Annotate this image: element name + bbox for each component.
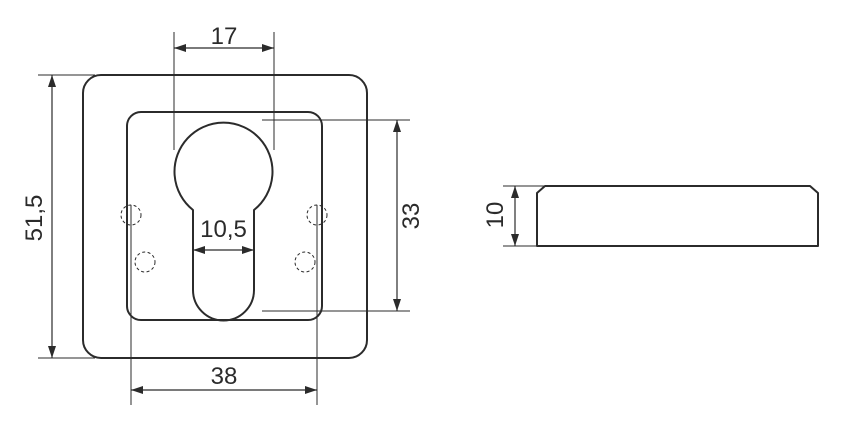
dimension-hole-spacing: 38 — [130, 205, 318, 405]
dimension-label-thickness: 10 — [482, 202, 509, 229]
side-profile-outline — [536, 185, 819, 247]
front-view: 17 10,5 33 51,5 38 — [21, 23, 425, 405]
dimension-inner-height: 33 — [262, 119, 425, 312]
dimension-thickness: 10 — [482, 185, 545, 247]
dimension-keyhole-width: 17 — [173, 23, 275, 150]
side-view: 10 — [482, 185, 819, 247]
keyhole-outline — [173, 121, 274, 322]
dimension-label-outer-height: 51,5 — [21, 195, 48, 242]
dimension-label-keyhole-width: 17 — [211, 23, 238, 50]
hidden-hole-left-lower — [134, 251, 156, 273]
dimension-label-inner-height: 33 — [398, 203, 425, 230]
dimension-slot-width: 10,5 — [193, 216, 254, 254]
dimension-label-slot-width: 10,5 — [200, 216, 247, 243]
outer-plate-outline — [82, 74, 368, 359]
hidden-hole-right-lower — [294, 251, 316, 273]
dimension-label-hole-spacing: 38 — [211, 363, 238, 390]
dimension-outer-height: 51,5 — [21, 74, 95, 359]
